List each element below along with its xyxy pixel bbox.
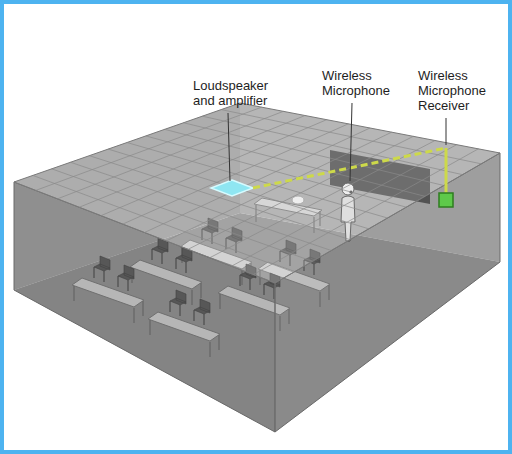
grid-line	[202, 116, 462, 175]
receiver-box	[439, 193, 453, 207]
grid-line	[146, 136, 406, 207]
leader-line	[228, 113, 230, 181]
callout-label: Loudspeaker and amplifier	[193, 78, 288, 108]
grid-line	[145, 128, 371, 233]
signal-link	[253, 148, 446, 188]
ceiling-grid	[33, 107, 481, 274]
grid-line	[232, 145, 457, 266]
callout-label: Wireless Microphone	[322, 68, 402, 98]
grid-line	[210, 141, 435, 258]
grid-line	[165, 129, 425, 196]
leader-line	[446, 118, 447, 145]
callout-label: Wireless Microphone Receiver	[418, 68, 498, 113]
ceiling	[14, 103, 500, 283]
grid-line	[253, 149, 478, 275]
grid-line	[166, 132, 391, 241]
leader-line	[350, 103, 352, 181]
grid-line	[188, 136, 413, 249]
receiver-cable	[445, 148, 448, 193]
loudspeaker	[211, 180, 253, 196]
